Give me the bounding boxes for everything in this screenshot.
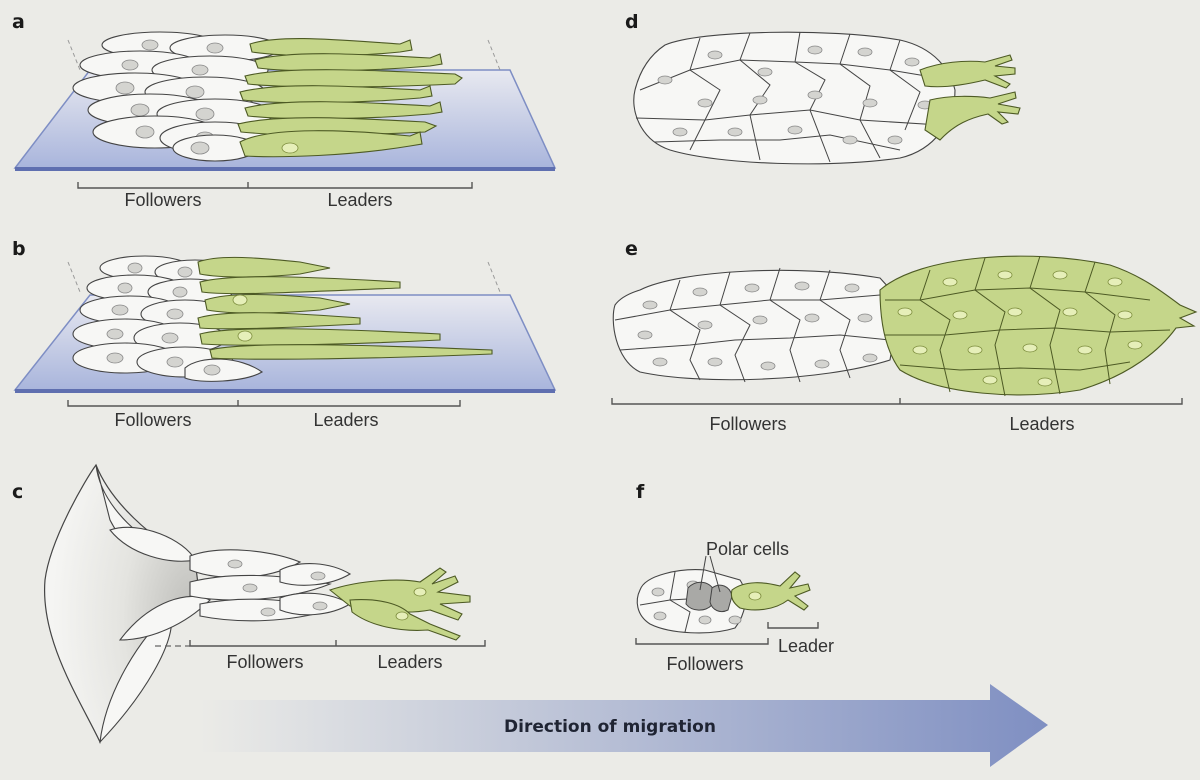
panel-c-followers-label: Followers (226, 652, 303, 672)
panel-c-leader-cells (330, 568, 470, 640)
panel-f-leader-label: Leader (778, 636, 834, 656)
migration-arrow: Direction of migration (200, 684, 1048, 767)
panel-b-followers-label: Followers (114, 410, 191, 430)
panel-f-followers-label: Followers (666, 654, 743, 674)
panel-b-letter: b (12, 238, 26, 260)
panel-a-letter: a (12, 11, 25, 33)
panel-e-letter: e (625, 238, 638, 260)
panel-f-letter: f (636, 481, 645, 503)
panel-d-letter: d (625, 11, 639, 33)
panel-e-followers-label: Followers (709, 414, 786, 434)
panel-f-polar-cell-2 (710, 585, 732, 611)
panel-b-leaders-label: Leaders (313, 410, 378, 430)
panel-a-followers-label: Followers (124, 190, 201, 210)
panel-d: d (625, 11, 1020, 164)
panel-f-polar-cell-1 (686, 582, 714, 610)
panel-d-cluster-outline (634, 32, 955, 164)
panel-a: a Followers Le (12, 11, 555, 210)
panel-e-leaders-label: Leaders (1009, 414, 1074, 434)
panel-f-polar-cells-label: Polar cells (706, 539, 789, 559)
panel-c-letter: c (12, 481, 23, 503)
panel-c-leaders-label: Leaders (377, 652, 442, 672)
panel-b: b Followers Le (12, 238, 555, 430)
direction-of-migration-label: Direction of migration (504, 717, 716, 737)
panel-f: f Polar cells Followers Leader (636, 481, 834, 674)
panel-f-leader-cell (731, 572, 810, 610)
panel-e: e (612, 238, 1196, 434)
panel-a-leaders-label: Leaders (327, 190, 392, 210)
